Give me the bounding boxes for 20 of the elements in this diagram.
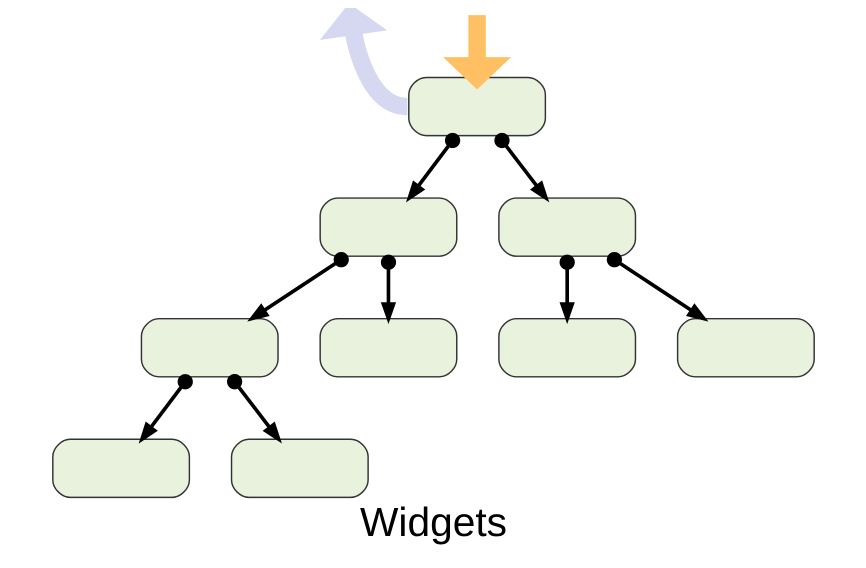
caption: Widgets: [360, 498, 506, 545]
node-box: [52, 438, 190, 498]
node-box: [318, 197, 457, 257]
arrow: [559, 254, 574, 324]
arrow: [380, 254, 396, 324]
node-box: [318, 318, 457, 378]
node-box: [140, 318, 278, 378]
node-box: [230, 438, 368, 498]
node-box: [498, 318, 636, 378]
node-box: [676, 318, 814, 378]
node-box: [498, 197, 636, 257]
arrow: [319, 8, 408, 116]
arrow: [226, 374, 282, 444]
arrow: [442, 15, 511, 90]
arrow: [494, 132, 549, 202]
arrow: [606, 252, 708, 322]
arrow: [406, 132, 460, 202]
arrow: [246, 252, 348, 322]
arrow: [138, 374, 192, 444]
node-box: [408, 76, 546, 136]
